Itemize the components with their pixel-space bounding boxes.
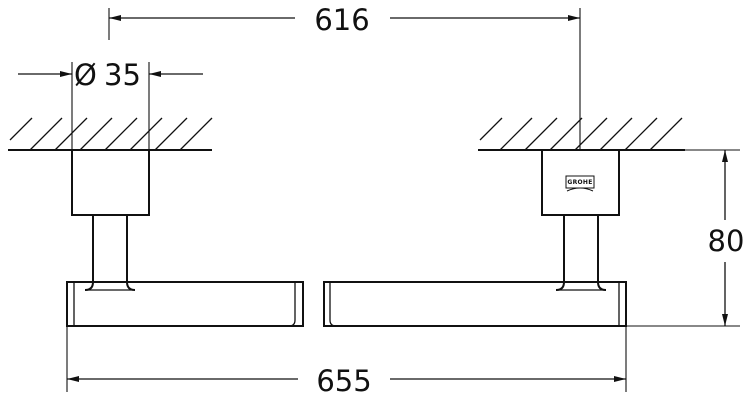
towel-bar-right bbox=[323, 281, 627, 327]
grohe-logo: GROHE bbox=[565, 175, 595, 192]
right-mount-block bbox=[541, 149, 620, 216]
bar-right-break bbox=[329, 282, 337, 327]
bar-right-outline bbox=[323, 281, 627, 327]
dimension-diameter: Ø 35 bbox=[18, 58, 203, 150]
svg-text:GROHE: GROHE bbox=[567, 179, 592, 186]
dimension-label-616: 616 bbox=[314, 3, 369, 37]
left-wall-mount bbox=[71, 149, 150, 291]
towel-bar-left bbox=[66, 281, 304, 327]
dimension-616: 616 bbox=[108, 3, 581, 150]
right-post-outer bbox=[597, 215, 607, 291]
right-post-inner bbox=[555, 215, 565, 291]
diameter-value: 35 bbox=[104, 58, 141, 92]
left-mount-block bbox=[71, 149, 150, 216]
left-post-outer bbox=[84, 215, 94, 291]
dimension-80: 80 bbox=[619, 149, 745, 327]
diameter-symbol: Ø bbox=[74, 58, 97, 92]
wall-hatch-left bbox=[8, 117, 213, 151]
right-wall-mount: GROHE bbox=[541, 149, 620, 291]
dimension-label-655: 655 bbox=[316, 364, 371, 398]
bar-left-break bbox=[288, 282, 296, 327]
wall-hatch-right bbox=[478, 117, 685, 151]
bar-left-outline bbox=[66, 281, 304, 327]
left-post-inner bbox=[126, 215, 136, 291]
dimension-label-80: 80 bbox=[708, 224, 745, 258]
dimension-655: 655 bbox=[66, 326, 627, 398]
